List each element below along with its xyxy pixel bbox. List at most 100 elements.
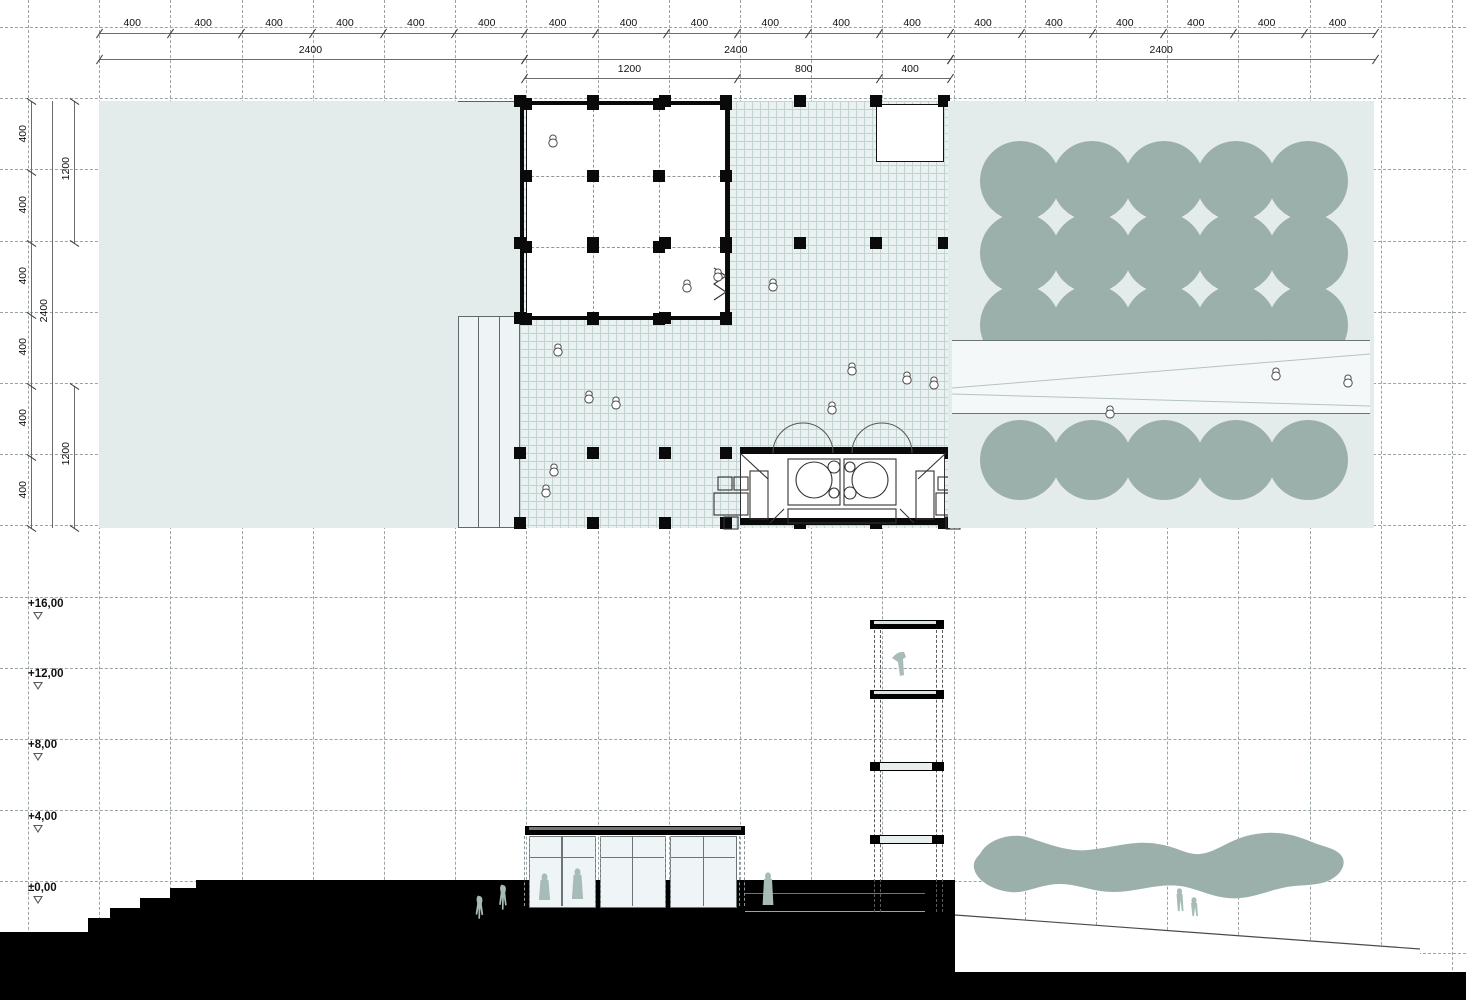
dimension-label-400: 400 [1186,17,1205,29]
grid-line-vertical [1380,0,1382,1000]
tower-slab-edge [880,836,932,843]
dimension-label-400: 400 [17,267,29,285]
column [720,517,732,529]
pavilion-column [594,836,601,906]
dimension-label-400: 400 [17,480,29,499]
plan-figure-icon [902,371,912,385]
ground-base-band [0,972,1466,1000]
column [514,447,526,459]
dimension-line-2400 [99,59,525,60]
dimension-label-400: 400 [1116,17,1134,29]
dimension-label-400: 400 [1257,17,1276,29]
plan-figure-icon [713,268,723,282]
tower-slab-edge [874,621,936,624]
dimension-label-2400: 2400 [298,44,323,56]
plan-figure-icon [768,278,778,292]
dimension-label-400: 400 [619,17,638,29]
column [720,447,732,459]
dimension-label-400: 400 [194,17,212,29]
pavilion-column [524,836,530,906]
dimension-tick [1372,54,1380,65]
dimension-label-400: 400 [336,17,354,29]
plan-figure-icon [1271,367,1281,381]
dimension-label-400: 400 [17,409,29,427]
column [938,237,950,249]
column [653,169,666,182]
dimension-label-400: 400 [17,124,29,143]
column [587,237,599,249]
dimension-label-400: 400 [17,338,29,356]
dimension-label-400: 400 [477,17,496,29]
gallery-grid-h [526,175,726,178]
level-label: +8,00 [28,739,58,751]
dimension-label-400: 400 [1045,17,1063,29]
pavilion-column [739,836,745,906]
pavilion-roof-slab [525,826,745,835]
tower-slab-edge [880,763,932,770]
tower-floor-slab [870,690,944,699]
tree-circle [1268,141,1348,221]
dimension-line-2400-col [52,101,53,529]
plan-figure-icon [929,376,939,390]
dimension-label-2400: 2400 [1149,44,1173,56]
glass-transom [599,857,665,859]
grid-line-horizontal [0,27,1466,28]
gallery-wall-top [520,101,730,105]
column [870,95,882,107]
pavilion-column [665,836,672,906]
grid-line-horizontal [0,667,1466,669]
tree-circle [1124,213,1204,293]
level-label: ±0,00 [28,882,57,894]
plan-figure-icon [827,401,837,415]
terrace-rail [745,893,925,895]
entry-zigzag-icon [713,267,727,301]
section-figure-icon [538,873,551,900]
tree-circle [1124,420,1204,500]
column [514,517,526,529]
cafe-wall-bottom [740,518,945,525]
column [794,237,806,249]
dimension-label-400: 400 [17,195,29,214]
section-figure-icon [762,872,774,905]
plaza-west [99,101,458,528]
glass-mullion [561,836,563,906]
grid-line-horizontal [0,596,1466,598]
grid-line-horizontal [0,739,1466,740]
plan-figure-icon [1105,405,1115,419]
dimension-line-1200 [74,101,75,244]
dimension-label-400: 400 [761,17,780,29]
plan-figure-icon [584,390,594,404]
tree-circle [980,213,1060,293]
park-path-lines [951,353,1371,407]
column [870,237,882,249]
dimension-line-2400 [949,59,1376,60]
gallery-wall-bottom [520,316,730,320]
tree-circle [1052,420,1132,500]
level-marker-triangle [33,896,43,904]
dimension-label-1200: 1200 [60,157,72,181]
plan-figure-icon [553,343,563,357]
tree-circle [1124,141,1204,221]
dimension-label-400: 400 [265,17,283,29]
glass-mullion [632,836,634,906]
gallery-wall-right [726,101,730,320]
tree-circle [1196,213,1276,293]
service-bay [876,104,944,162]
dimension-label-400: 400 [974,17,992,29]
glass-mullion [702,836,705,906]
plan-figure-icon [847,362,857,376]
section-figure-icon [499,884,507,910]
terrace-slab [745,893,925,912]
dimension-label-400: 400 [832,17,850,29]
cafe-wall-top [740,447,945,454]
level-label: +4,00 [28,811,58,823]
tree-circle [1196,141,1276,221]
dimension-label-400: 400 [1328,17,1347,29]
dimension-label-400: 400 [903,17,921,29]
grid-line-horizontal [0,98,1466,100]
column [659,447,671,459]
level-marker-triangle [33,612,43,620]
gallery-grid-v [659,104,661,319]
dimension-label-400: 400 [407,17,425,29]
